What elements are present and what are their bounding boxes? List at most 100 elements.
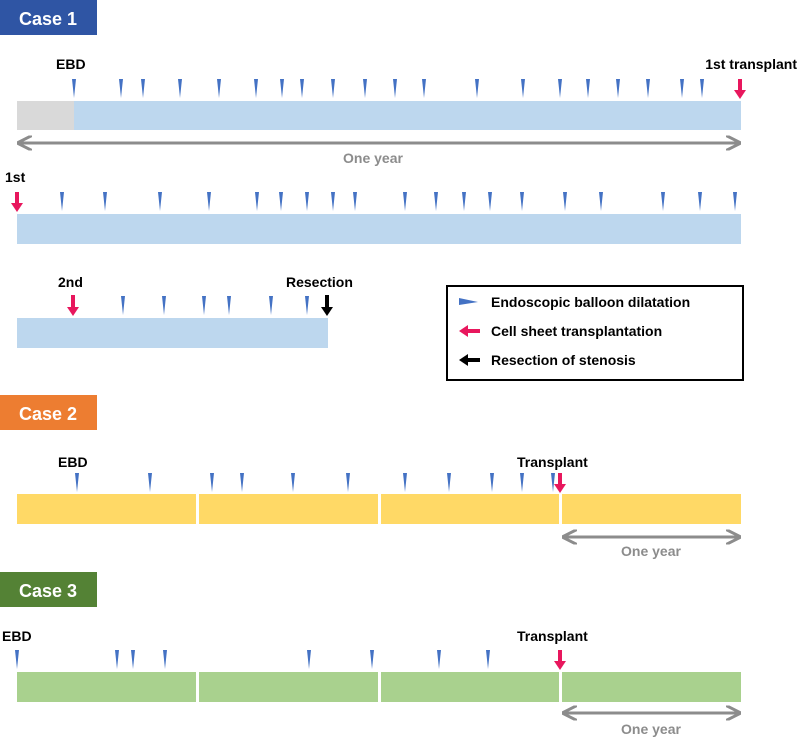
case3-title: Case 3 [19,581,77,601]
case2-bar-segment [17,494,196,524]
ebd-marker [300,79,304,98]
ebd-marker [131,650,135,669]
case1-one-year-label: One year [343,150,403,166]
ebd-marker [551,473,555,492]
ebd-marker [75,473,79,492]
legend-transplant-label: Cell sheet transplantation [491,323,662,339]
ebd-marker [60,192,64,211]
case1-section: Case 1 EBD 1st transplant [0,0,797,348]
ebd-marker [558,79,562,98]
ebd-marker [148,473,152,492]
case1-resection-arrow [321,295,333,316]
case3-ebd-label: EBD [2,628,32,644]
ebd-marker [403,473,407,492]
case1-2nd-label: 2nd [58,274,83,290]
ebd-marker [403,192,407,211]
ebd-marker [119,79,123,98]
case2-bar-segment [199,494,378,524]
case1-resection-label: Resection [286,274,353,290]
ebd-marker [331,192,335,211]
ebd-marker [202,296,206,315]
case2-title: Case 2 [19,404,77,424]
ebd-marker [437,650,441,669]
ebd-marker [207,192,211,211]
case1-pre-period-bar [17,101,74,130]
ebd-marker [331,79,335,98]
case1-row2-ebd-markers [60,192,737,211]
case1-row2-start-arrow [11,192,23,212]
ebd-marker [162,296,166,315]
case1-row2-bar [17,214,741,244]
ebd-marker [422,79,426,98]
ebd-marker [178,79,182,98]
case1-header-bg [0,0,97,35]
case1-title: Case 1 [19,9,77,29]
ebd-marker [72,79,76,98]
ebd-marker [103,192,107,211]
ebd-marker [15,650,19,669]
case2-ebd-label: EBD [58,454,88,470]
case1-1st-label: 1st [5,169,26,185]
case3-transplant-label: Transplant [517,628,588,644]
ebd-marker [254,79,258,98]
ebd-marker [240,473,244,492]
ebd-marker [680,79,684,98]
ebd-marker [305,192,309,211]
ebd-marker [563,192,567,211]
ebd-legend-icon [459,298,478,305]
case3-one-year-label: One year [621,721,681,737]
ebd-marker [520,192,524,211]
ebd-marker [698,192,702,211]
ebd-marker [393,79,397,98]
ebd-marker [307,650,311,669]
case1-ebd-label: EBD [56,56,86,72]
case1-2nd-transplant-arrow [67,295,79,316]
ebd-marker [163,650,167,669]
ebd-marker [700,79,704,98]
legend: Endoscopic balloon dilatation Cell sheet… [446,285,744,381]
ebd-marker [227,296,231,315]
ebd-marker [520,473,524,492]
case2-transplant-label: Transplant [517,454,588,470]
ebd-marker [488,192,492,211]
ebd-marker [462,192,466,211]
case3-bar-segment [562,672,741,702]
ebd-marker [447,473,451,492]
case2-bar-segment [381,494,559,524]
ebd-marker [616,79,620,98]
case3-bar-segment [381,672,559,702]
ebd-marker [141,79,145,98]
ebd-marker [269,296,273,315]
case2-ebd-markers [75,473,555,492]
ebd-marker [586,79,590,98]
legend-ebd-label: Endoscopic balloon dilatation [491,294,690,310]
ebd-marker [279,192,283,211]
legend-resection-label: Resection of stenosis [491,352,636,368]
ebd-marker [661,192,665,211]
case2-transplant-arrow [554,473,566,493]
case2-section: Case 2 EBD Transplant One year [0,395,741,559]
transplant-legend-icon [459,325,480,337]
ebd-marker [210,473,214,492]
case2-bar-segment [562,494,741,524]
case3-section: Case 3 EBD Transplant One year [0,572,741,737]
case1-row1-bar [74,101,741,130]
case1-row3-ebd-markers [121,296,309,315]
ebd-marker [158,192,162,211]
case3-header-bg [0,572,97,607]
resection-legend-icon [459,354,480,366]
case1-row3-bar [17,318,328,348]
ebd-marker [115,650,119,669]
legend-box [446,285,744,381]
ebd-marker [255,192,259,211]
ebd-marker [346,473,350,492]
ebd-marker [486,650,490,669]
case1-first-transplant-arrow [734,79,746,99]
case2-one-year-label: One year [621,543,681,559]
case3-transplant-arrow [554,650,566,670]
ebd-marker [646,79,650,98]
ebd-marker [121,296,125,315]
case1-first-transplant-label: 1st transplant [705,56,797,72]
ebd-marker [599,192,603,211]
